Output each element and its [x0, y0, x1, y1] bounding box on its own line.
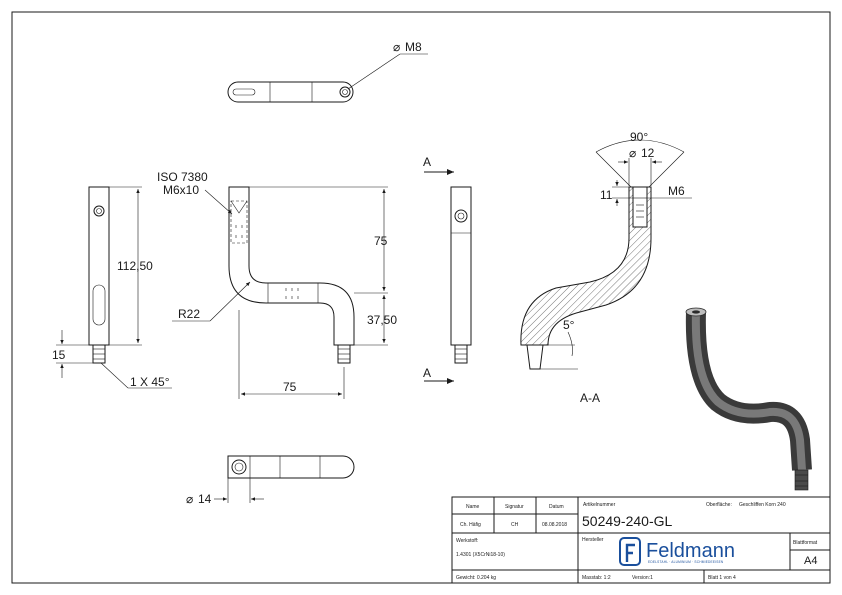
label-chamfer: 1 X 45° [130, 375, 170, 389]
title-block: Name Signatur Datum Ch. Häfig CH 08.08.2… [451, 496, 831, 584]
left-side-view: 112,50 15 1 X 45° [52, 186, 172, 389]
tb-werkstoff-value: 1.4301 (X5CrNi18-10) [456, 552, 505, 558]
tb-datum-value: 08.08.2018 [542, 522, 567, 528]
tb-version: Version:1 [632, 575, 653, 581]
label-length-112: 112,50 [117, 259, 153, 273]
tb-col-datum: Datum [549, 504, 564, 510]
section-marker-bottom: A [423, 366, 431, 380]
label-height-37: 37,50 [367, 313, 397, 327]
label-diameter-12: ⌀ [629, 146, 636, 160]
label-depth-11: 11 [600, 188, 613, 202]
label-diameter-14: ⌀ [186, 492, 193, 506]
top-view: ⌀ M8 [227, 40, 428, 103]
tb-name-value: Ch. Häfig [460, 522, 481, 528]
tb-gewicht: Gewicht: 0.204 kg [456, 575, 496, 581]
logo-subtitle: EDELSTAHL · ALUMINIUM · SCHMIEDEEISEN [648, 560, 724, 564]
tb-massstab: Masstab: 1:2 [582, 575, 611, 581]
tb-blattformat-label: Blattformat [793, 540, 818, 546]
tb-artikel-label: Artikelnummer [583, 502, 616, 508]
label-iso-m6x10: M6x10 [163, 183, 199, 197]
label-bottom-diameter: 14 [198, 492, 212, 506]
tb-werkstoff-label: Werkstoff: [456, 538, 478, 544]
tb-oberflaeche-value: Geschliffen Korn 240 [739, 502, 786, 508]
logo-text: Feldmann [646, 540, 735, 562]
tb-signatur-value: CH [511, 522, 519, 528]
label-thread-diameter: M8 [405, 40, 422, 54]
tb-col-signatur: Signatur [505, 504, 524, 510]
section-view: 90° ⌀ 12 11 M6 5° A-A [520, 130, 692, 405]
sheet-border [11, 11, 831, 584]
label-diameter-m8: ⌀ [393, 40, 400, 54]
label-thread-m6: M6 [668, 184, 685, 198]
tb-oberflaeche-label: Oberfläche: [706, 502, 732, 508]
label-bore-diameter: 12 [641, 146, 655, 160]
feldmann-logo: Feldmann EDELSTAHL · ALUMINIUM · SCHMIED… [619, 537, 735, 566]
isometric-render [685, 307, 812, 491]
tb-artikel-value: 50249-240-GL [582, 513, 673, 529]
label-angle-90: 90° [630, 130, 648, 144]
tb-col-name: Name [466, 504, 480, 510]
tb-hersteller-label: Hersteller [582, 537, 604, 543]
section-marker-top: A [423, 155, 431, 169]
label-iso-7380: ISO 7380 [157, 170, 208, 184]
tb-blatt: Blatt 1 von 4 [708, 575, 736, 581]
label-width-75: 75 [283, 380, 297, 394]
label-height-75: 75 [374, 234, 388, 248]
tb-blattformat-value: A4 [804, 555, 817, 567]
label-section-aa: A-A [580, 391, 600, 405]
label-thread-length: 15 [52, 348, 66, 362]
front-view: ISO 7380 M6x10 75 37,50 R22 75 [157, 170, 397, 399]
right-side-view: A A [423, 155, 472, 384]
label-radius: R22 [178, 307, 200, 321]
bottom-view: ⌀ 14 [186, 455, 355, 506]
label-angle-5: 5° [563, 318, 575, 332]
